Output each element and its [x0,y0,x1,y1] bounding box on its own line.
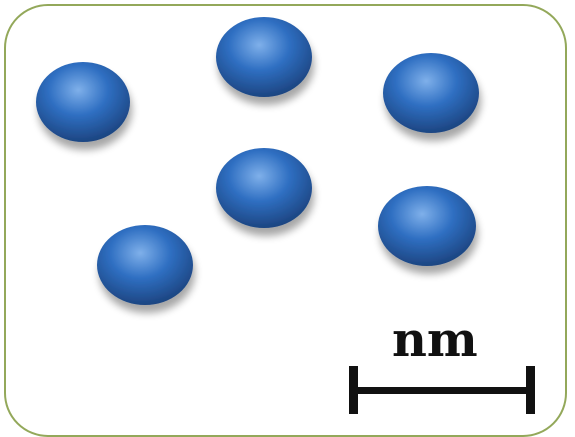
scale-bar [349,366,535,414]
scale-bar-label: nm [392,316,478,364]
nanoparticle [216,17,312,97]
nanoparticle [378,186,476,266]
particle-scene [0,0,575,427]
nanoparticle [36,62,130,142]
nanoparticle [97,225,193,305]
nanoparticle [383,53,479,133]
nanoparticle [216,148,312,228]
